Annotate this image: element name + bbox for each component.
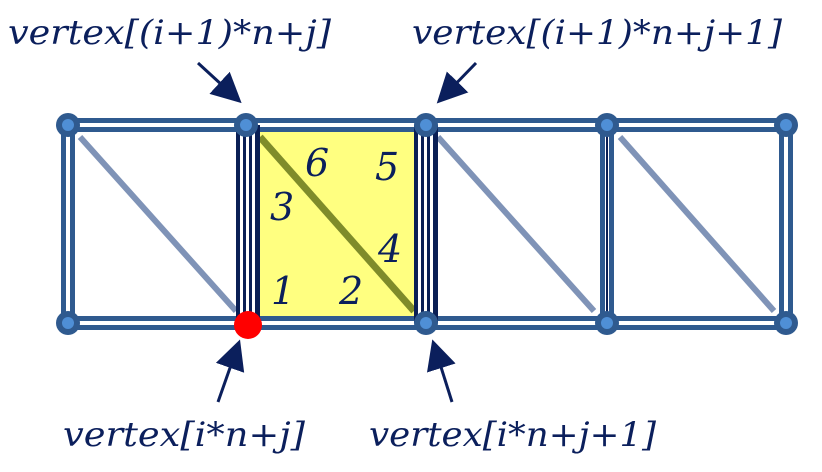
label-bottom-left: vertex[i*n+j] [63, 415, 306, 455]
diagonal-cell-3 [435, 134, 597, 314]
label-arrows [196, 61, 478, 403]
order-number-1: 1 [271, 269, 295, 313]
triangle-order-numbers: 1 2 3 4 5 6 [270, 141, 402, 313]
order-number-4: 4 [377, 227, 402, 271]
arrow-top-right [436, 61, 478, 104]
diagonal-cell-1 [77, 134, 239, 314]
label-top-right: vertex[(i+1)*n+j+1] [412, 13, 783, 53]
diagonal-highlighted [257, 134, 417, 314]
label-bottom-right: vertex[i*n+j+1] [369, 415, 657, 455]
vertex-labels: vertex[(i+1)*n+j] vertex[(i+1)*n+j+1] ve… [8, 13, 783, 455]
arrow-bottom-left [215, 339, 245, 403]
order-number-2: 2 [338, 269, 363, 313]
arrow-top-left [196, 61, 242, 104]
order-number-5: 5 [375, 145, 399, 189]
order-number-6: 6 [305, 141, 329, 185]
arrow-bottom-right [426, 339, 456, 403]
label-top-left: vertex[(i+1)*n+j] [8, 13, 332, 53]
order-number-3: 3 [270, 185, 294, 229]
vertex-nodes [56, 113, 798, 339]
diagonal-cell-4 [617, 135, 777, 313]
cell-diagonals [77, 134, 777, 314]
current-vertex-node [234, 311, 262, 339]
highlighted-edges [236, 125, 438, 323]
